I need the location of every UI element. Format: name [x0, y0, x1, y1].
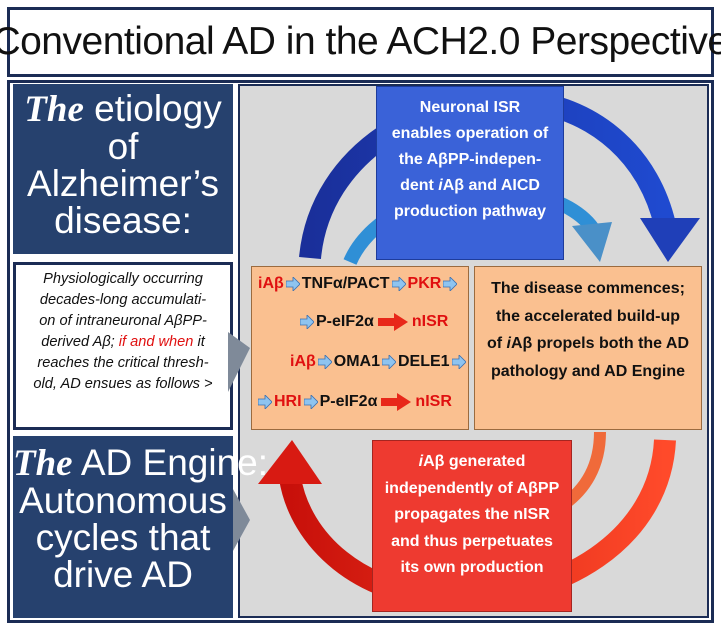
small-arrow-icon: [317, 355, 332, 369]
pathway-row-1: iAβ TNFα/PACT PKR: [252, 275, 474, 293]
red-arrow-icon: [381, 393, 412, 411]
the-word: The: [24, 89, 84, 130]
the-word: The: [13, 443, 73, 484]
neuronal-isr-box: Neuronal ISR enables operation of the Aβ…: [376, 86, 564, 260]
etiology-heading: The etiology of Alzheimer’s disease:: [13, 84, 233, 254]
disease-commences-box: The disease commences; the accelerated b…: [474, 266, 702, 430]
ad-engine-heading: The AD Engine: Autonomous cycles that dr…: [13, 436, 268, 618]
wedge-arrow-top: [228, 332, 250, 392]
inner-blue-arrowhead: [572, 222, 612, 262]
blue-arrowhead: [640, 218, 700, 262]
small-arrow-icon: [391, 277, 406, 291]
pathway-box: iAβ TNFα/PACT PKR P-eIF2α nISR iAβ OMA1 …: [251, 266, 469, 430]
small-arrow-icon: [303, 395, 318, 409]
small-arrow-icon: [382, 355, 396, 369]
red-arrow-icon: [377, 313, 408, 331]
continuation-mark: >: [204, 376, 213, 392]
pathway-row-3: iAβ OMA1 DELE1: [252, 353, 506, 371]
small-arrow-icon: [451, 355, 466, 369]
wedge-arrow-bottom: [228, 480, 250, 560]
small-arrow-icon: [258, 395, 272, 409]
red-arrowhead: [258, 440, 322, 484]
physiology-description: Physiologically occurring decades-long a…: [13, 262, 233, 430]
pathway-row-2: P-eIF2α nISR: [252, 313, 514, 331]
small-arrow-icon: [300, 315, 314, 329]
pathway-row-4: HRI P-eIF2α nISR: [252, 393, 472, 411]
small-arrow-icon: [443, 277, 458, 291]
small-arrow-icon: [285, 277, 300, 291]
if-and-when-highlight: if and when: [118, 334, 194, 350]
iab-generated-box: iAβ generated independently of AβPP prop…: [372, 440, 572, 612]
page-title: Conventional AD in the ACH2.0 Perspectiv…: [0, 7, 721, 77]
